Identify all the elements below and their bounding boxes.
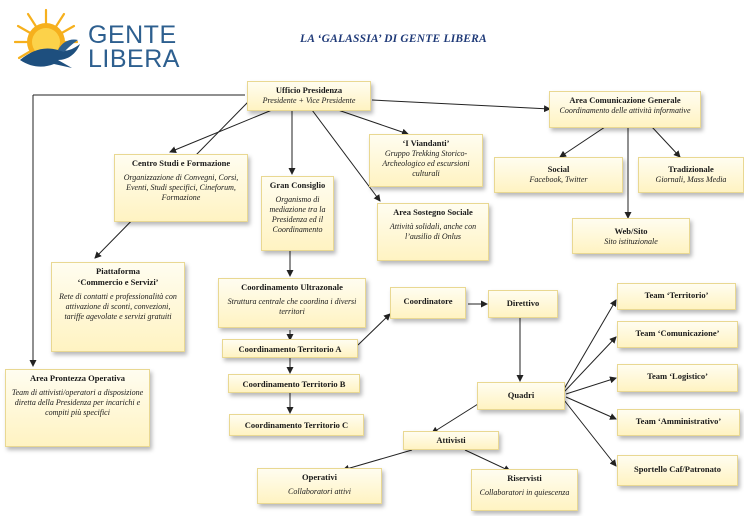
node-gran-consiglio: Gran Consiglio Organismo di mediazione t… (261, 176, 334, 251)
node-coordinamento-territorio-b-title: Coordinamento Territorio B (242, 379, 346, 389)
node-area-prontezza-operativa: Area Prontezza Operativa Team di attivis… (5, 369, 150, 447)
node-team-amministrativo-title: Team ‘Amministrativo’ (635, 416, 722, 426)
node-team-comunicazione-title: Team ‘Comunicazione’ (635, 328, 720, 338)
node-area-prontezza-operativa-desc: Team di attivisti/operatori a disposizio… (11, 388, 144, 417)
node-tradizionale-desc: Giornali, Mass Media (655, 175, 727, 184)
node-operativi: Operativi Collaboratori attivi (257, 468, 382, 504)
logo-text-line1: GENTE (88, 21, 177, 49)
node-attivisti: Attivisti (403, 431, 499, 450)
node-operativi-title: Operativi (302, 472, 337, 482)
node-piattaforma-title1: Piattaforma (96, 266, 140, 276)
node-area-prontezza-operativa-title: Area Prontezza Operativa (29, 373, 126, 383)
node-area-comunicazione-title: Area Comunicazione Generale (569, 95, 681, 105)
sun-eagle-icon (13, 8, 80, 68)
node-team-logistico: Team ‘Logistico’ (617, 364, 738, 392)
node-web-sito: Web/Sito Sito istituzionale (572, 218, 690, 254)
node-coordinatore: Coordinatore (390, 287, 466, 319)
node-gran-consiglio-desc: Organismo di mediazione tra la Presidenz… (269, 195, 326, 234)
node-tradizionale: Tradizionale Giornali, Mass Media (638, 157, 744, 193)
node-direttivo-title: Direttivo (506, 298, 540, 308)
node-area-comunicazione: Area Comunicazione Generale Coordinament… (549, 91, 701, 128)
node-social: Social Facebook, Twitter (494, 157, 623, 193)
node-coordinamento-ultrazonale-title: Coordinamento Ultrazonale (241, 282, 343, 292)
node-centro-studi-desc: Organizzazione di Convegni, Corsi, Event… (123, 173, 239, 202)
node-team-comunicazione: Team ‘Comunicazione’ (617, 321, 738, 348)
node-web-sito-desc: Sito istituzionale (604, 237, 658, 246)
node-gran-consiglio-title: Gran Consiglio (269, 180, 326, 190)
node-area-sostegno-sociale-desc: Attività solidali, anche con l’ausilio d… (389, 222, 477, 241)
node-sportello-caf-patronato-title: Sportello Caf/Patronato (634, 464, 721, 474)
node-quadri-title: Quadri (507, 390, 535, 400)
node-centro-studi-title: Centro Studi e Formazione (131, 158, 231, 168)
node-i-viandanti: ‘I Viandanti’ Gruppo Trekking Storico-Ar… (369, 134, 483, 187)
node-coordinamento-territorio-a-title: Coordinamento Territorio A (238, 344, 342, 354)
node-social-title: Social (547, 164, 570, 174)
node-area-sostegno-sociale-title: Area Sostegno Sociale (393, 207, 473, 217)
node-operativi-desc: Collaboratori attivi (288, 487, 351, 496)
node-riservisti: Riservisti Collaboratori in quiescenza (471, 469, 578, 511)
node-direttivo: Direttivo (488, 290, 558, 318)
node-coordinatore-title: Coordinatore (403, 296, 453, 306)
node-web-sito-title: Web/Sito (614, 226, 648, 236)
node-coordinamento-territorio-b: Coordinamento Territorio B (228, 374, 360, 393)
node-area-sostegno-sociale: Area Sostegno Sociale Attività solidali,… (377, 203, 489, 261)
node-sportello-caf-patronato: Sportello Caf/Patronato (617, 455, 738, 486)
node-coordinamento-ultrazonale: Coordinamento Ultrazonale Struttura cent… (218, 278, 366, 328)
logo-text-line2: LIBERA (88, 45, 180, 73)
node-attivisti-title: Attivisti (436, 435, 466, 445)
node-piattaforma-title2: ‘Commercio e Servizi’ (77, 277, 159, 287)
node-i-viandanti-title: ‘I Viandanti’ (402, 138, 450, 148)
node-coordinamento-territorio-a: Coordinamento Territorio A (222, 339, 358, 358)
node-riservisti-title: Riservisti (507, 473, 542, 483)
node-i-viandanti-desc: Gruppo Trekking Storico-Archeologico ed … (382, 149, 470, 178)
node-area-comunicazione-desc: Coordinamento delle attività informative (559, 106, 691, 115)
node-team-amministrativo: Team ‘Amministrativo’ (617, 409, 740, 436)
node-team-territorio-title: Team ‘Territorio’ (644, 290, 709, 300)
page-title: LA ‘GALASSIA’ DI GENTE LIBERA (300, 33, 487, 45)
node-piattaforma: Piattaforma ‘Commercio e Servizi’ Rete d… (51, 262, 185, 352)
node-team-logistico-title: Team ‘Logistico’ (647, 371, 708, 381)
node-ufficio-presidenza-title: Ufficio Presidenza (275, 85, 343, 95)
node-ufficio-presidenza-desc: Presidente + Vice Presidente (262, 96, 356, 105)
node-piattaforma-desc: Rete di contatti e professionalità con a… (59, 292, 177, 321)
node-team-territorio: Team ‘Territorio’ (617, 283, 736, 310)
node-quadri: Quadri (477, 382, 565, 410)
node-social-desc: Facebook, Twitter (529, 175, 588, 184)
node-centro-studi: Centro Studi e Formazione Organizzazione… (114, 154, 248, 222)
node-coordinamento-territorio-c: Coordinamento Territorio C (229, 414, 364, 436)
node-ufficio-presidenza: Ufficio Presidenza Presidente + Vice Pre… (247, 81, 371, 111)
node-tradizionale-title: Tradizionale (668, 164, 714, 174)
node-coordinamento-territorio-c-title: Coordinamento Territorio C (244, 420, 349, 430)
node-coordinamento-ultrazonale-desc: Struttura centrale che coordina i divers… (227, 297, 357, 316)
gente-libera-logo: GENTE LIBERA (13, 6, 179, 82)
node-riservisti-desc: Collaboratori in quiescenza (479, 488, 570, 497)
